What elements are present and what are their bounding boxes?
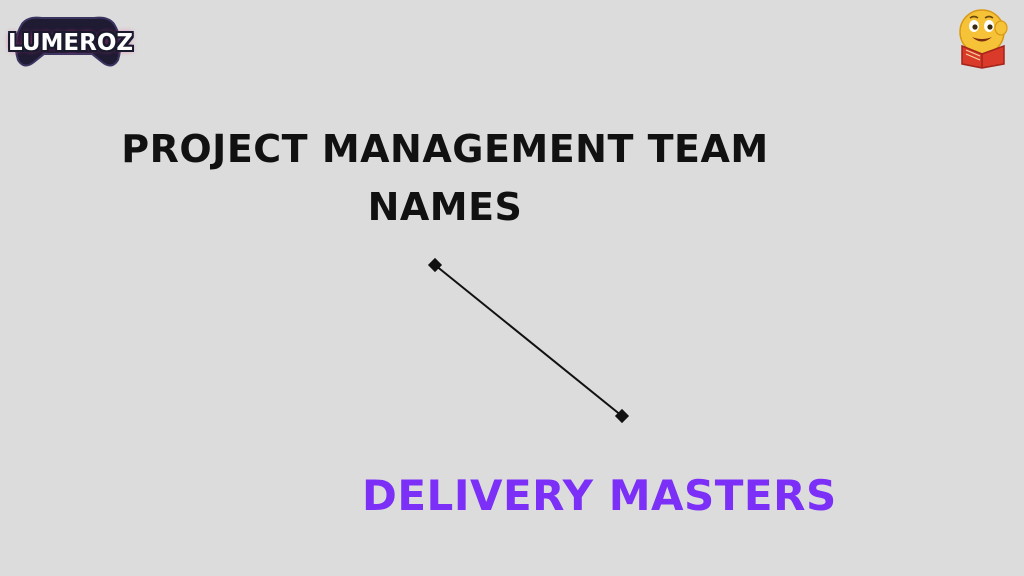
- connector-end-handle: [614, 408, 630, 424]
- answer-text: DELIVERY MASTERS: [362, 471, 837, 520]
- page-title: PROJECT MANAGEMENT TEAM NAMES: [121, 127, 769, 229]
- gamepad-icon: [14, 16, 122, 67]
- brand-logo-text: LUMEROZ: [8, 30, 134, 56]
- brand-logo: LUMEROZ: [8, 10, 134, 74]
- reading-book-emoji-icon: [952, 6, 1016, 70]
- connector-start-handle: [427, 257, 443, 273]
